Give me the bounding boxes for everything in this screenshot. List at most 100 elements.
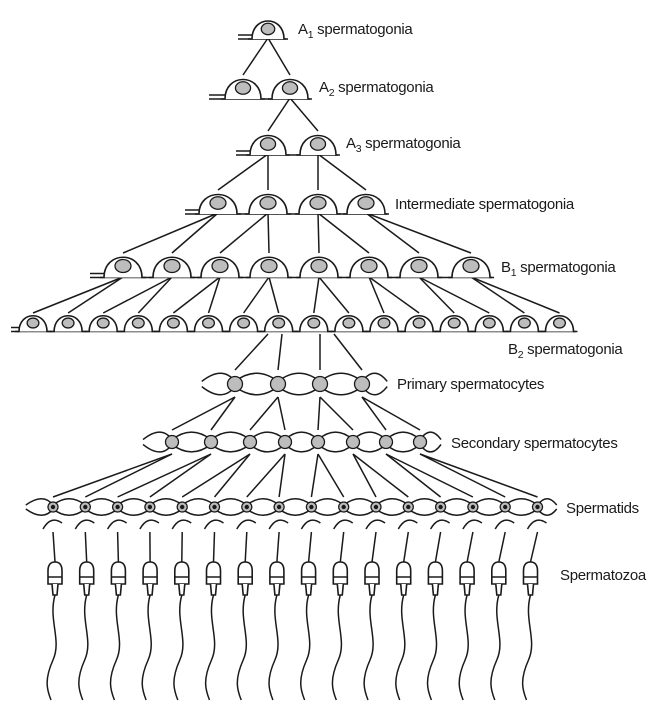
b1-spermatogonium xyxy=(246,256,292,279)
lineage-line xyxy=(339,531,345,563)
spermatid xyxy=(236,501,257,530)
label-rest: spermatogonia xyxy=(334,79,434,96)
stage-label-spermatids: Spermatids xyxy=(566,500,639,517)
sperm-midpiece xyxy=(114,583,123,596)
secondary-membrane xyxy=(142,431,442,453)
label-main: A xyxy=(319,79,329,96)
cell-nucleus xyxy=(211,258,229,274)
cell-nucleus xyxy=(447,317,461,329)
sperm-head xyxy=(395,561,412,585)
secondary-spermatocyte xyxy=(378,434,394,450)
cell-nucleus xyxy=(310,258,328,274)
sperm-midpiece xyxy=(241,583,249,596)
spermatid-tail xyxy=(171,519,192,530)
label-main: A xyxy=(298,21,308,38)
lineage-line xyxy=(361,396,421,431)
sperm-head xyxy=(47,561,63,585)
b2-spermatogonium xyxy=(260,315,297,333)
acrosome-dot xyxy=(503,504,508,510)
intermediate-spermatogonium xyxy=(245,193,291,215)
lineage-line xyxy=(352,453,377,498)
cell-nucleus xyxy=(412,317,426,329)
a3-spermatogonium xyxy=(296,134,340,156)
lineage-line xyxy=(317,212,370,254)
spermatozoon xyxy=(46,561,63,701)
sperm-head xyxy=(522,561,539,585)
sperm-midpiece xyxy=(146,583,154,596)
intermediate-spermatogonium xyxy=(295,193,341,215)
acrosome-dot xyxy=(309,504,314,510)
b2-spermatogonium xyxy=(366,315,402,333)
lineage-line xyxy=(84,531,88,563)
acrosome-dot xyxy=(83,504,88,510)
spermatid-tail xyxy=(494,519,515,530)
spermatid-tail xyxy=(203,519,224,530)
spermatid-tail xyxy=(139,519,160,530)
sperm-head xyxy=(174,561,190,585)
sperm-midpiece xyxy=(209,583,218,596)
b2-spermatogonium xyxy=(330,315,367,333)
label-main: B xyxy=(501,259,511,276)
cell-nucleus xyxy=(307,317,321,329)
spermatozoon xyxy=(299,561,317,701)
lineage-line xyxy=(217,153,269,191)
lineage-line xyxy=(419,453,538,498)
stage-label-a3: A3 spermatogonia xyxy=(346,135,461,155)
a1-spermatogonium xyxy=(248,20,288,40)
sperm-midpiece xyxy=(336,583,345,596)
lineage-line xyxy=(242,37,269,76)
cell-nucleus xyxy=(166,317,180,329)
stage-label-a1: A1 spermatogonia xyxy=(298,21,413,41)
b2-spermatogonium xyxy=(50,315,87,333)
sperm-midpiece xyxy=(495,583,503,596)
spermatid xyxy=(397,501,418,530)
lineage-line xyxy=(213,453,251,498)
spermatid xyxy=(268,501,289,530)
spermatid xyxy=(333,501,354,530)
label-main: Primary spermatocytes xyxy=(397,376,544,393)
lineage-line xyxy=(365,212,420,254)
intermediate-spermatogonium xyxy=(343,193,389,215)
spermatid-tail xyxy=(300,519,321,530)
lineage-line xyxy=(529,531,539,563)
b2-spermatogonium xyxy=(401,315,438,333)
cell-nucleus xyxy=(164,434,180,450)
cell-nucleus xyxy=(260,258,278,274)
sperm-midpiece xyxy=(526,583,535,596)
label-main: Spermatids xyxy=(566,500,639,517)
cell-nucleus xyxy=(357,196,375,210)
secondary-spermatocyte xyxy=(345,434,361,450)
lineage-line xyxy=(385,453,442,498)
cell-nucleus xyxy=(353,375,371,393)
lineage-line xyxy=(317,212,320,254)
lineage-line xyxy=(317,453,345,498)
primary-spermatocyte xyxy=(226,375,244,393)
spermatid xyxy=(300,501,321,530)
spermatid xyxy=(429,501,451,530)
acrosome-dot xyxy=(341,504,346,510)
sperm-tail xyxy=(173,594,184,701)
cell-nucleus xyxy=(462,258,480,274)
lineage-line xyxy=(242,276,270,314)
cell-nucleus xyxy=(345,434,361,450)
sperm-head xyxy=(364,561,380,585)
b2-spermatogonium xyxy=(155,315,192,333)
b1-spermatogonium xyxy=(197,256,243,279)
lineage-line xyxy=(67,276,124,314)
stage-label-secondary: Secondary spermatocytes xyxy=(451,435,618,452)
sperm-tail xyxy=(299,594,311,701)
lineage-line xyxy=(278,453,286,498)
sperm-head xyxy=(110,561,127,585)
lineage-line xyxy=(277,396,286,431)
spermatid-tail xyxy=(106,519,128,530)
lineage-line xyxy=(267,97,291,132)
cell-nucleus xyxy=(237,317,251,329)
cell-nucleus xyxy=(26,317,40,329)
spermatozoon xyxy=(173,561,190,701)
spermatozoon xyxy=(236,561,253,701)
acrosome-dot xyxy=(212,504,217,510)
membrane-top xyxy=(142,431,442,441)
lineage-line xyxy=(371,531,377,563)
cell-nucleus xyxy=(259,196,277,210)
